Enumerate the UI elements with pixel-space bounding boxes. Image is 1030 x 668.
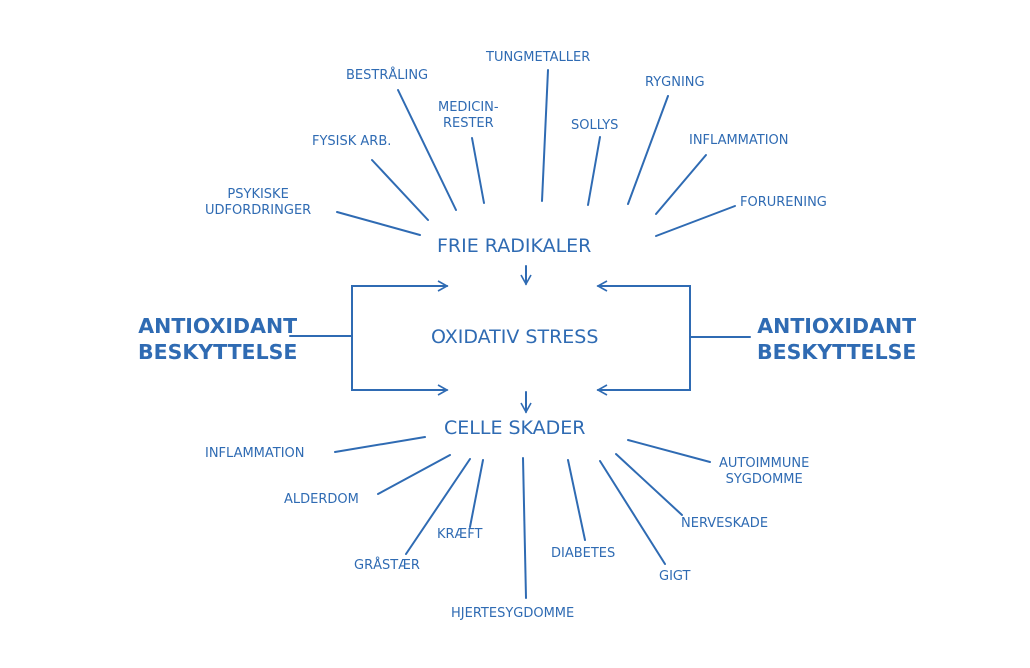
cause-forurening: FORURENING bbox=[740, 195, 827, 210]
antioxidant-protection-left: ANTIOXIDANT BESKYTTELSE bbox=[138, 314, 297, 365]
free-radicals-label: FRIE RADIKALER bbox=[437, 235, 592, 257]
effect-kraeft: KRÆFT bbox=[437, 527, 483, 542]
cause-sollys: SOLLYS bbox=[571, 118, 619, 133]
right-bracket bbox=[596, 280, 691, 391]
oxidative-stress-label: OXIDATIV STRESS bbox=[431, 326, 599, 348]
antioxidant-protection-right: ANTIOXIDANT BESKYTTELSE bbox=[757, 314, 916, 365]
effect-autoimmune: AUTOIMMUNE SYGDOMME bbox=[719, 456, 809, 489]
cause-medicinrester: MEDICIN- RESTER bbox=[438, 100, 499, 133]
ray-hjerte bbox=[522, 457, 527, 599]
ray-forurening bbox=[655, 205, 736, 237]
ray-alderdom bbox=[377, 454, 451, 495]
cause-tungmetaller: TUNGMETALLER bbox=[486, 50, 591, 65]
ray-rygning bbox=[627, 95, 669, 205]
cause-inflammation: INFLAMMATION bbox=[689, 133, 789, 148]
antioxidant-left-line1: ANTIOXIDANT bbox=[138, 314, 298, 338]
cause-psykiske: PSYKISKE UDFORDRINGER bbox=[205, 187, 311, 220]
cause-rygning: RYGNING bbox=[645, 75, 705, 90]
effect-autoimmune-line2: SYGDOMME bbox=[725, 472, 803, 488]
ray-kraeft bbox=[469, 459, 484, 528]
ray-psykiske bbox=[336, 211, 421, 236]
ray-nerveskade bbox=[615, 453, 683, 516]
cause-bestraling: BESTRÅLING bbox=[346, 68, 429, 83]
cause-psykiske-line2: UDFORDRINGER bbox=[205, 203, 312, 219]
ray-diabetes bbox=[567, 459, 586, 541]
ray-tungmetaller bbox=[541, 69, 549, 202]
effect-gigt: GIGT bbox=[659, 569, 691, 584]
effect-nerveskade: NERVESKADE bbox=[681, 516, 769, 531]
ray-sollys bbox=[587, 136, 601, 206]
antioxidant-right-line2: BESKYTTELSE bbox=[757, 339, 917, 364]
ray-gigt bbox=[599, 460, 666, 565]
effect-alderdom: ALDERDOM bbox=[284, 492, 359, 507]
antioxidant-right-line1: ANTIOXIDANT bbox=[757, 314, 917, 338]
effect-hjertesygdomme: HJERTESYGDOMME bbox=[451, 606, 575, 621]
effect-diabetes: DIABETES bbox=[551, 546, 616, 561]
effect-grastaer: GRÅSTÆR bbox=[354, 558, 420, 573]
ray-inflammation-bottom bbox=[334, 436, 426, 453]
ray-bestraling bbox=[397, 89, 457, 211]
cause-medicin-line2: RESTER bbox=[442, 116, 494, 132]
cause-medicin-line1: MEDICIN- bbox=[438, 100, 499, 115]
cause-psykiske-line1: PSYKISKE bbox=[227, 187, 289, 202]
cell-damage-label: CELLE SKADER bbox=[444, 417, 586, 439]
cause-fysisk-arb: FYSISK ARB. bbox=[312, 134, 392, 149]
ray-grastaer bbox=[405, 458, 471, 555]
antioxidant-left-line2: BESKYTTELSE bbox=[138, 339, 298, 364]
effect-autoimmune-line1: AUTOIMMUNE bbox=[719, 456, 810, 471]
ray-fysisk bbox=[371, 159, 429, 221]
ray-medicin bbox=[471, 137, 485, 204]
ray-inflammation-top bbox=[655, 154, 707, 215]
ray-autoimmune bbox=[627, 439, 711, 463]
effect-inflammation: INFLAMMATION bbox=[205, 446, 305, 461]
